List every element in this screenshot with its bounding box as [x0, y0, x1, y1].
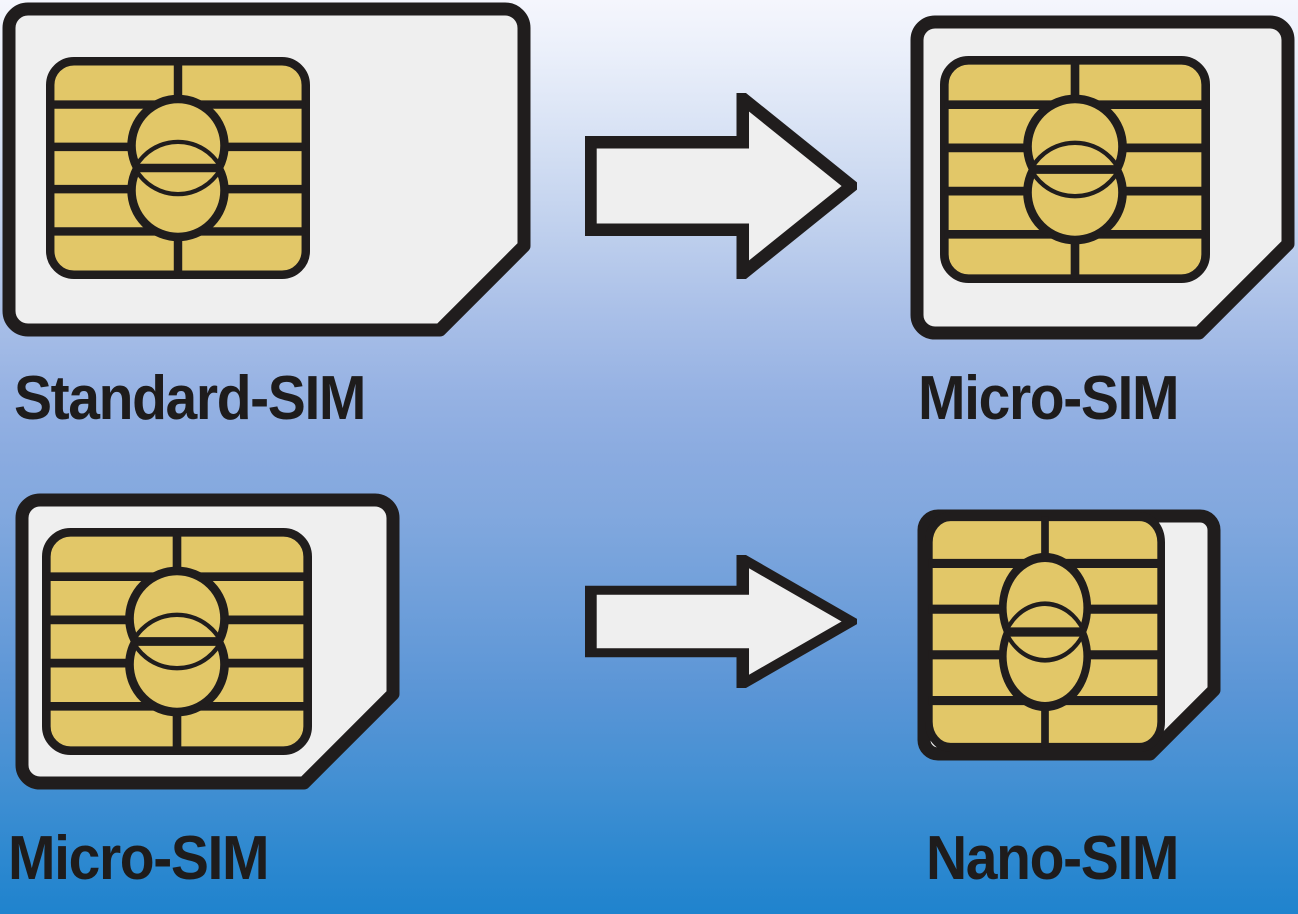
- card-nano-sim: [917, 509, 1221, 761]
- card-standard-sim: [2, 2, 531, 337]
- arrow-micro-to-nano: [590, 559, 851, 684]
- card-micro-sim-bottom: [15, 493, 400, 790]
- label-micro-sim-bottom: Micro-SIM: [8, 824, 269, 893]
- label-nano-sim: Nano-SIM: [926, 824, 1179, 893]
- arrow-standard-to-micro: [590, 98, 851, 273]
- chip-standard-sim: [50, 61, 306, 275]
- label-standard-sim: Standard-SIM: [14, 364, 366, 433]
- chip-micro-sim-top: [944, 60, 1205, 278]
- label-micro-sim-top: Micro-SIM: [918, 364, 1179, 433]
- chip-micro-sim-bottom: [46, 532, 307, 750]
- chip-nano-sim: [929, 517, 1161, 748]
- card-micro-sim-top: [910, 15, 1295, 340]
